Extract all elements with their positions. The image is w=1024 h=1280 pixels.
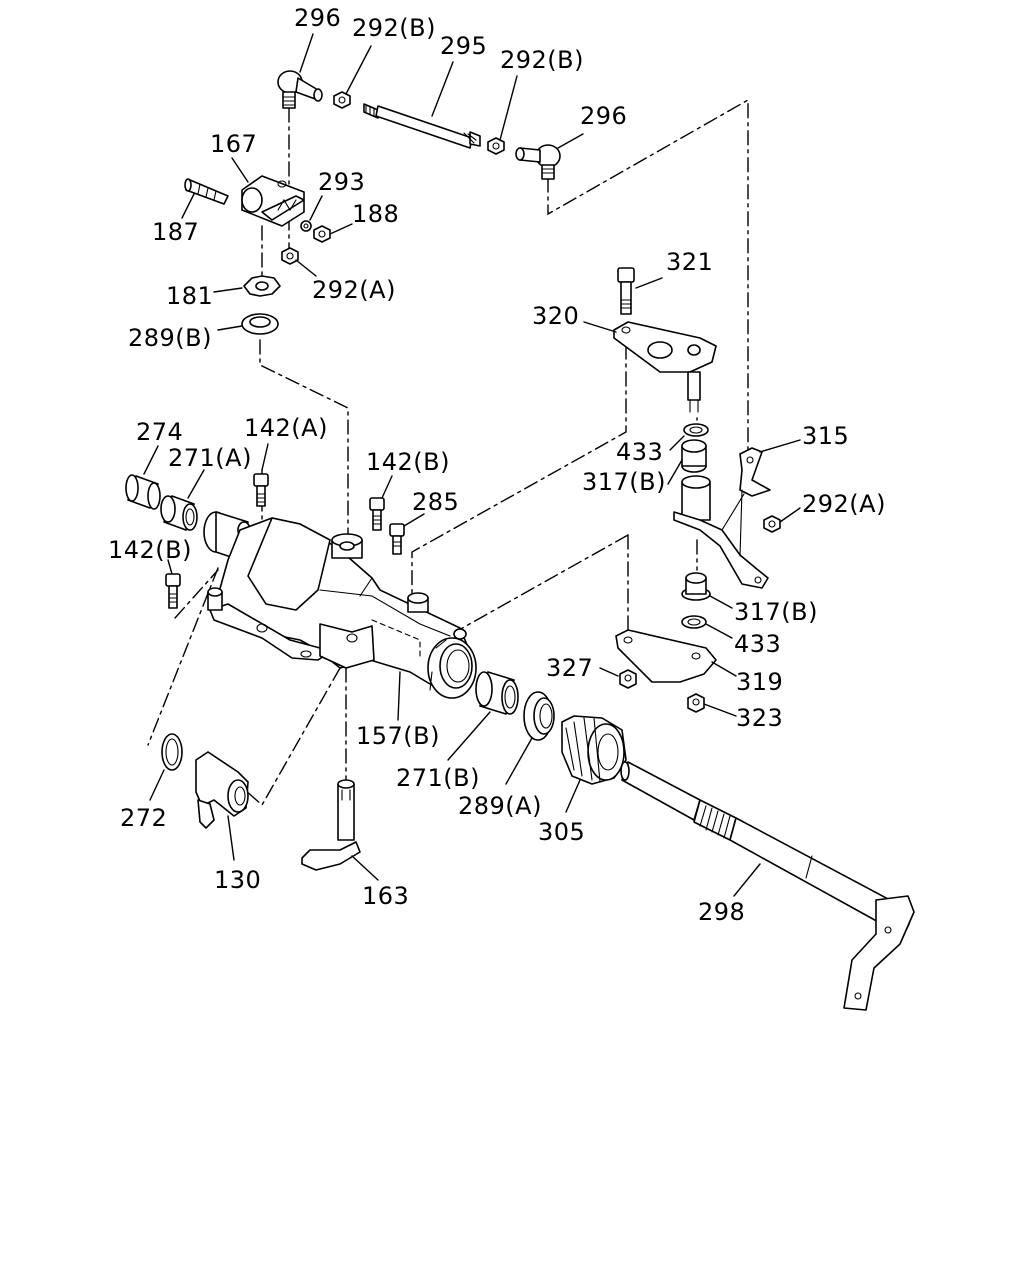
label-181: 181 <box>166 282 213 310</box>
part-323-nut <box>687 693 705 713</box>
part-317b-bushing-bottom <box>681 572 711 601</box>
part-163-shaft-lever <box>301 779 361 871</box>
label-271b: 271(B) <box>396 764 480 792</box>
part-321-bolt <box>617 267 635 315</box>
part-433-washer-top <box>683 423 709 437</box>
part-274-bushing <box>125 474 161 510</box>
label-289a: 289(A) <box>458 792 542 820</box>
label-292a-right: 292(A) <box>802 490 886 518</box>
part-296-ball-joint-right <box>515 144 561 180</box>
part-188-nut <box>313 225 331 243</box>
label-292a-top: 292(A) <box>312 276 396 304</box>
part-142a-bolt <box>253 473 269 507</box>
label-142b-upper: 142(B) <box>366 448 450 476</box>
part-157b-housing <box>203 511 477 699</box>
label-433-bottom: 433 <box>734 630 781 658</box>
part-292b-nut-right <box>487 137 505 155</box>
part-289b-seal <box>241 313 279 335</box>
label-323: 323 <box>736 704 783 732</box>
part-187-pin <box>184 178 229 205</box>
part-319-plate <box>615 629 717 683</box>
label-272: 272 <box>120 804 167 832</box>
label-188: 188 <box>352 200 399 228</box>
part-292a-nut-right <box>763 515 781 533</box>
part-317b-bushing-top <box>681 439 707 473</box>
label-320: 320 <box>532 302 579 330</box>
label-142a: 142(A) <box>244 414 328 442</box>
label-327: 327 <box>546 654 593 682</box>
label-298: 298 <box>698 898 745 926</box>
part-271a-needle-bearing <box>160 495 198 531</box>
part-142b-bolt-left <box>165 573 181 609</box>
part-130-lever <box>195 751 249 829</box>
label-317b-bottom: 317(B) <box>734 598 818 626</box>
label-142b-left: 142(B) <box>108 536 192 564</box>
label-433-top: 433 <box>616 438 663 466</box>
part-271b-bearing <box>475 671 519 715</box>
part-292b-nut-left <box>333 91 351 109</box>
part-292a-nut-top <box>281 247 299 265</box>
part-181-lock-washer <box>243 275 281 297</box>
part-142b-bolt-upper <box>369 497 385 531</box>
label-296-left: 296 <box>294 4 341 32</box>
part-296-ball-joint-left <box>277 70 323 109</box>
label-321: 321 <box>666 248 713 276</box>
part-289a-seal <box>523 691 555 741</box>
part-315-lever <box>673 447 771 589</box>
label-295: 295 <box>440 32 487 60</box>
part-327-nut <box>619 669 637 689</box>
part-433-washer-bottom <box>681 615 707 629</box>
label-292b-left: 292(B) <box>352 14 436 42</box>
part-167-clevis <box>241 175 305 227</box>
part-305-boot <box>561 715 627 785</box>
part-272-snap-ring <box>161 733 183 771</box>
part-320-bracket <box>613 321 717 413</box>
callout-labels: 296 292(B) 295 292(B) 296 167 293 188 18… <box>108 4 886 926</box>
leader-lines <box>143 33 801 897</box>
label-293: 293 <box>318 168 365 196</box>
label-296-right: 296 <box>580 102 627 130</box>
part-295-rod <box>363 103 481 149</box>
label-305: 305 <box>538 818 585 846</box>
part-298-shaft <box>620 761 915 1011</box>
label-285: 285 <box>412 488 459 516</box>
label-292b-right: 292(B) <box>500 46 584 74</box>
label-289b: 289(B) <box>128 324 212 352</box>
part-293-washer <box>300 220 312 232</box>
label-271a: 271(A) <box>168 444 252 472</box>
label-315: 315 <box>802 422 849 450</box>
label-130: 130 <box>214 866 261 894</box>
label-319: 319 <box>736 668 783 696</box>
label-317b-top: 317(B) <box>582 468 666 496</box>
part-285-bolt <box>389 523 405 555</box>
label-157b: 157(B) <box>356 722 440 750</box>
label-163: 163 <box>362 882 409 910</box>
label-187: 187 <box>152 218 199 246</box>
label-274: 274 <box>136 418 183 446</box>
label-167: 167 <box>210 130 257 158</box>
